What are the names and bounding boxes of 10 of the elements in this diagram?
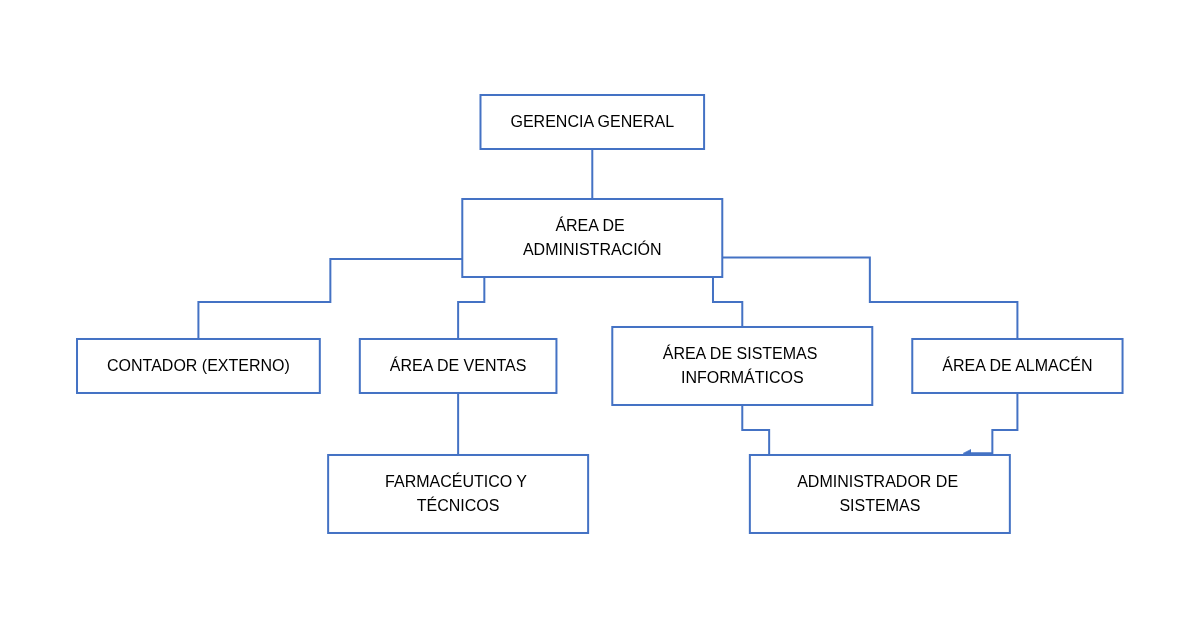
node-box: ADMINISTRADOR DE SISTEMAS bbox=[749, 454, 1012, 534]
node-box: FARMACÉUTICO Y TÉCNICOS bbox=[327, 454, 590, 534]
node-box: ÁREA DE SISTEMAS INFORMÁTICOS bbox=[611, 326, 874, 406]
node-box: ÁREA DE ADMINISTRACIÓN bbox=[461, 198, 724, 278]
node-box: ÁREA DE VENTAS bbox=[359, 338, 558, 394]
node-box: CONTADOR (EXTERNO) bbox=[76, 338, 322, 394]
node-box: GERENCIA GENERAL bbox=[479, 94, 706, 150]
node-box: ÁREA DE ALMACÉN bbox=[911, 338, 1124, 394]
connector bbox=[591, 148, 594, 200]
connector bbox=[457, 392, 460, 456]
